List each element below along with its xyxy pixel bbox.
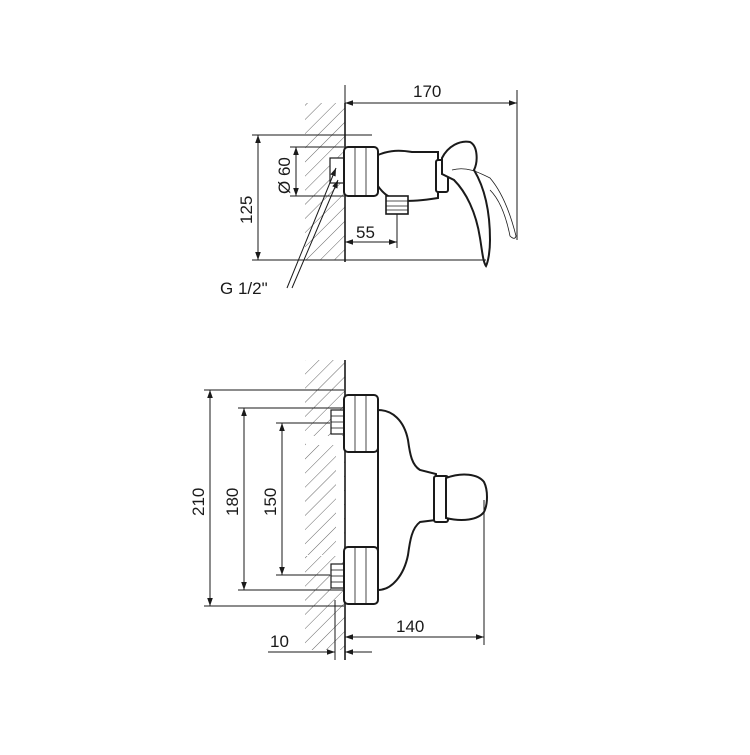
- dim-label-180: 180: [223, 488, 242, 516]
- dim-label-170: 170: [413, 82, 441, 101]
- mixer-body-top: [377, 149, 439, 202]
- dim-label-125: 125: [237, 196, 256, 224]
- top-view: 170 125 Ø 60 55 G 1/2": [220, 82, 518, 298]
- thread-leader-1: [286, 167, 337, 289]
- lever-swing: [451, 168, 517, 239]
- dim-label-150: 150: [261, 488, 280, 516]
- lever-handle: [441, 140, 492, 268]
- thread-label: G 1/2": [220, 279, 268, 298]
- outlet-nozzle: [385, 195, 409, 215]
- dim-label-10: 10: [270, 632, 289, 651]
- dim-label-55: 55: [356, 223, 375, 242]
- dim-label-d60: Ø 60: [275, 157, 294, 194]
- lower-escutcheon: [343, 546, 379, 605]
- handle-front: [445, 473, 488, 521]
- upper-escutcheon: [343, 394, 379, 453]
- escutcheon: [343, 146, 379, 197]
- thread-leader-2: [291, 179, 339, 289]
- front-view: 210 180 150 10 140: [189, 360, 488, 660]
- dim-label-210: 210: [189, 488, 208, 516]
- dim-label-140: 140: [396, 617, 424, 636]
- mixer-body-front: [377, 408, 437, 592]
